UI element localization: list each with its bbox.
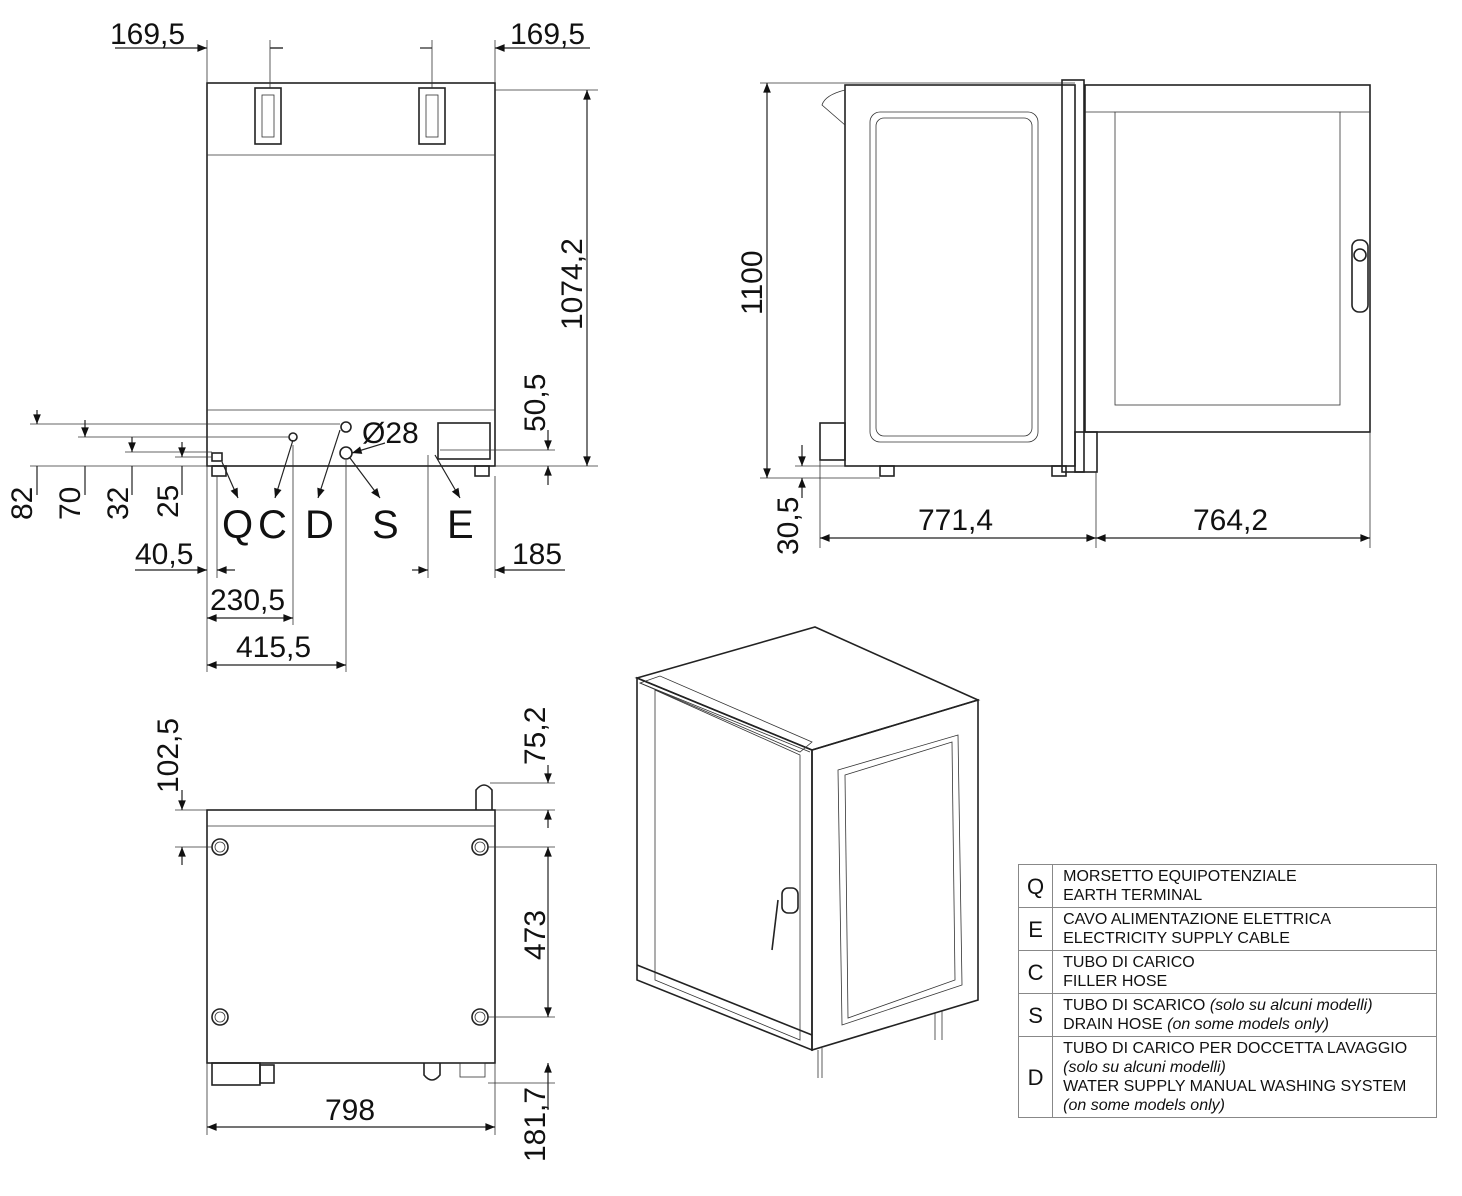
legend-en: FILLER HOSE [1063,973,1168,990]
legend-it: CAVO ALIMENTAZIONE ELETTRICA [1063,911,1332,928]
letter-q: Q [222,503,253,547]
legend-row: S TUBO DI SCARICO (solo su alcuni modell… [1017,993,1437,1037]
legend-key: D [1017,1036,1054,1118]
dim-764-2: 764,2 [1193,504,1268,537]
open-door [1084,84,1371,433]
cable-box [437,422,491,460]
legend-row: Q MORSETTO EQUIPOTENZIALE EARTH TERMINAL [1017,864,1437,908]
isometric-view [634,626,981,1078]
dim-415-5: 415,5 [236,631,311,664]
dim-771-4: 771,4 [918,504,993,537]
pipe-right [418,87,446,145]
dim-70: 70 [54,487,87,520]
rear-view: 169,5 169,5 1074,2 50,5 Ø28 82 70 32 25 [6,18,598,672]
dim-75-2: 75,2 [519,707,552,765]
letter-e: E [447,503,474,547]
dim-25: 25 [152,485,185,518]
dim-102-5: 102,5 [152,718,185,793]
dim-169-5-left: 169,5 [110,18,185,51]
letter-s: S [372,503,399,547]
legend-it: TUBO DI CARICO PER DOCCETTA LAVAGGIO [1063,1040,1408,1057]
top-view: 102,5 75,2 473 181,7 798 [152,707,555,1162]
legend-key: S [1017,993,1054,1037]
dim-169-5-right: 169,5 [510,18,585,51]
side-view: 1100 30,5 771,4 764,2 [736,79,1371,555]
dim-230-5: 230,5 [210,584,285,617]
dim-798: 798 [325,1094,375,1127]
dim-diameter-28: Ø28 [362,417,419,450]
drain-connector [339,446,353,460]
dim-82: 82 [6,487,39,520]
legend-en: ELECTRICITY SUPPLY CABLE [1063,930,1290,947]
legend-it: TUBO DI SCARICO [1063,997,1206,1014]
door-handle-icon [1351,239,1369,313]
letter-d: D [305,503,334,547]
filler-connector [288,432,298,442]
letter-c: C [258,503,287,547]
dim-32: 32 [102,487,135,520]
legend-en: DRAIN HOSE [1063,1016,1163,1033]
dim-30-5: 30,5 [772,497,805,555]
legend-row: E CAVO ALIMENTAZIONE ELETTRICA ELECTRICIT… [1017,907,1437,951]
dim-1100: 1100 [736,250,769,315]
legend-key: C [1017,950,1054,994]
legend-en-note: (on some models only) [1167,1016,1329,1033]
legend-it: TUBO DI CARICO [1063,954,1195,971]
earth-terminal [211,452,223,462]
dim-1074-2: 1074,2 [556,238,589,330]
iso-handle-icon [781,887,799,914]
dim-40-5: 40,5 [135,538,193,571]
dim-50-5: 50,5 [519,374,552,432]
dim-185: 185 [512,538,562,571]
dim-473: 473 [519,910,552,960]
legend-en: EARTH TERMINAL [1063,887,1203,904]
legend-en-note: (on some models only) [1063,1097,1225,1114]
legend-en: WATER SUPPLY MANUAL WASHING SYSTEM [1063,1078,1407,1095]
legend-it-note: (solo su alcuni modelli) [1063,1059,1226,1076]
pipe-left [254,87,282,145]
legend-row: C TUBO DI CARICO FILLER HOSE [1017,950,1437,994]
legend-row: D TUBO DI CARICO PER DOCCETTA LAVAGGIO (s… [1017,1036,1437,1118]
legend-key: E [1017,907,1054,951]
dim-181-7: 181,7 [519,1087,552,1162]
legend-key: Q [1017,864,1054,908]
legend-it-note: (solo su alcuni modelli) [1209,997,1373,1014]
legend-it: MORSETTO EQUIPOTENZIALE [1063,868,1297,885]
